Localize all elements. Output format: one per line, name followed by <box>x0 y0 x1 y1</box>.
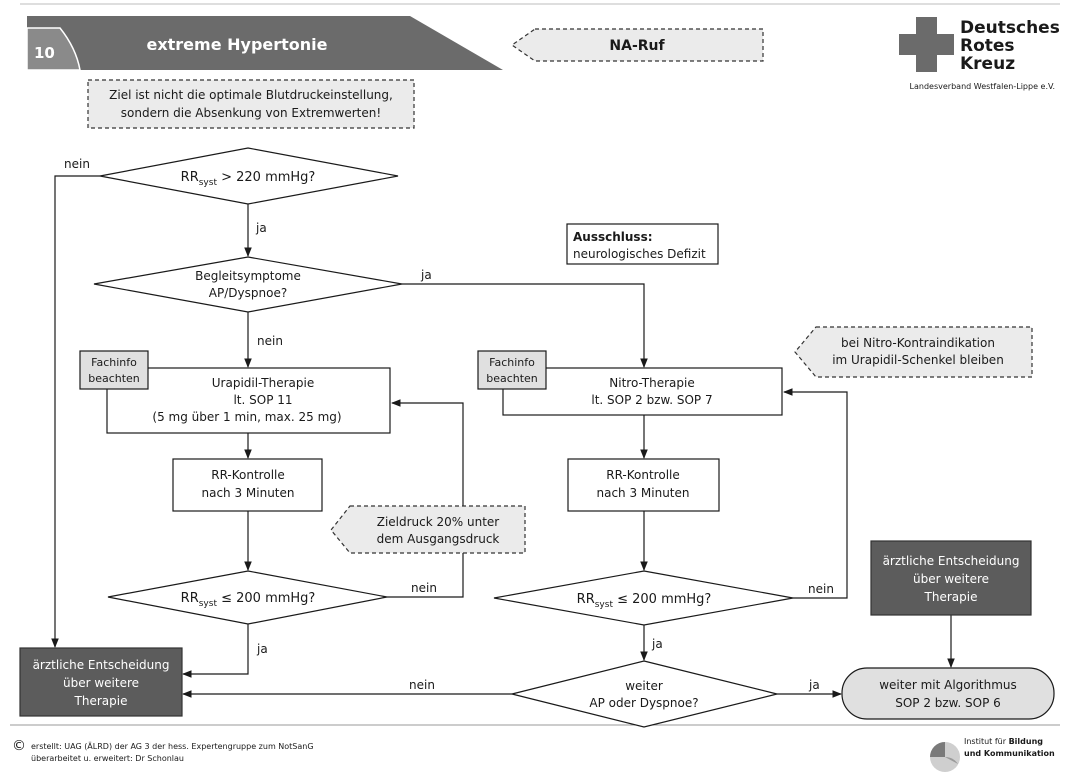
rr-kontrolle-left: RR-Kontrolle nach 3 Minuten <box>172 458 323 512</box>
footer-line-1: erstellt: UAG (ÄLRD) der AG 3 der hess. … <box>31 741 314 751</box>
logo-subtitle: Landesverband Westfalen-Lippe e.V. <box>910 82 1055 91</box>
label-nein-symptoms: nein <box>257 334 283 348</box>
arzt-entscheidung-right: ärztliche Entscheidung über weitere Ther… <box>870 540 1032 616</box>
rr200r-post: ≤ 200 mmHg? <box>613 592 711 607</box>
na-ruf-label: NA-Ruf <box>609 38 665 54</box>
sop-number: 10 <box>34 44 55 62</box>
drk-logo: Deutsches Rotes Kreuz Landesverband West… <box>899 17 1060 91</box>
nitro-contra-line-2: im Urapidil-Schenkel bleiben <box>832 353 1004 367</box>
rr200r-pre: RR <box>577 592 595 607</box>
fachinfo-right: Fachinfo beachten <box>477 350 547 390</box>
arzt-right-line-3: Therapie <box>924 590 978 604</box>
footer: © erstellt: UAG (ÄLRD) der AG 3 der hess… <box>12 737 1055 772</box>
weiter-line-2: AP oder Dyspnoe? <box>589 696 698 710</box>
urapidil-line-2: lt. SOP 11 <box>233 393 292 407</box>
nitro-line-1: Nitro-Therapie <box>609 376 694 390</box>
rr-kontrolle-left-line-2: nach 3 Minuten <box>201 486 294 500</box>
label-ja-symptoms: ja <box>420 268 432 282</box>
fachinfo-left-line-2: beachten <box>88 372 140 385</box>
red-cross-icon <box>899 17 954 72</box>
decision-rr-220: RRsyst > 220 mmHg? <box>99 147 399 205</box>
rr200l-pre: RR <box>181 591 199 606</box>
rr200l-sub: syst <box>199 599 218 609</box>
exclusion-box: Ausschluss: neurologisches Defizit <box>566 223 719 265</box>
institut-line-1a: Institut für <box>964 737 1009 746</box>
arzt-right-line-1: ärztliche Entscheidung <box>883 554 1020 568</box>
rr220-pre: RR <box>181 170 199 185</box>
rr-kontrolle-right-line-2: nach 3 Minuten <box>596 486 689 500</box>
rr200l-post: ≤ 200 mmHg? <box>217 591 315 606</box>
nitro-contra-callout: bei Nitro-Kontraindikation im Urapidil-S… <box>794 326 1033 378</box>
urapidil-line-1: Urapidil-Therapie <box>212 376 314 390</box>
svg-text:RRsyst ≤ 200 mmHg?: RRsyst ≤ 200 mmHg? <box>181 591 316 609</box>
connectors <box>51 175 955 698</box>
label-ja-rr220: ja <box>255 221 267 235</box>
logo-line-1: Deutsches <box>960 18 1060 38</box>
fachinfo-right-line-2: beachten <box>486 372 538 385</box>
arzt-left-line-2: über weitere <box>63 676 139 690</box>
label-ja-rr200l: ja <box>256 642 268 656</box>
exclusion-title: Ausschluss: <box>573 230 653 244</box>
symptoms-line-2: AP/Dyspnoe? <box>209 286 287 300</box>
institut-logo-icon <box>930 742 960 772</box>
arzt-right-line-2: über weitere <box>913 572 989 586</box>
logo-line-2: Rotes <box>960 36 1015 56</box>
footer-line-2: überarbeitet u. erweitert: Dr Schonlau <box>31 754 184 763</box>
goal-note: Ziel ist nicht die optimale Blutdruckein… <box>87 79 415 129</box>
svg-text:Institut für Bildung: Institut für Bildung <box>964 737 1043 746</box>
na-ruf-callout: NA-Ruf <box>510 28 764 62</box>
nitro-contra-line-1: bei Nitro-Kontraindikation <box>841 336 995 350</box>
svg-text:RRsyst > 220 mmHg?: RRsyst > 220 mmHg? <box>181 170 316 188</box>
institut-line-1b: Bildung <box>1009 737 1044 746</box>
zieldruck-callout: Zieldruck 20% unter dem Ausgangsdruck <box>330 505 526 554</box>
header-bar: 10 extreme Hypertonie <box>26 16 503 71</box>
label-nein-rr200l: nein <box>411 581 437 595</box>
logo-line-3: Kreuz <box>960 54 1015 74</box>
symptoms-line-1: Begleitsymptome <box>195 269 301 283</box>
nitro-line-2: lt. SOP 2 bzw. SOP 7 <box>591 393 712 407</box>
decision-weiter-ap: weiter AP oder Dyspnoe? <box>511 660 778 728</box>
urapidil-line-3: (5 mg über 1 min, max. 25 mg) <box>152 410 341 424</box>
nitro-therapy-box: Nitro-Therapie lt. SOP 2 bzw. SOP 7 <box>502 367 783 416</box>
edge-labels: nein ja ja nein nein ja nein ja nein ja <box>64 157 834 692</box>
rr220-sub: syst <box>199 178 218 188</box>
header-background <box>27 16 503 70</box>
weiter-mit-line-2: SOP 2 bzw. SOP 6 <box>895 696 1001 710</box>
weiter-line-1: weiter <box>625 679 663 693</box>
weiter-mit-algorithmus: weiter mit Algorithmus SOP 2 bzw. SOP 6 <box>841 667 1055 720</box>
zieldruck-line-1: Zieldruck 20% unter <box>377 515 500 529</box>
copyright-icon: © <box>12 738 26 754</box>
zieldruck-line-2: dem Ausgangsdruck <box>377 532 500 546</box>
rr-kontrolle-left-line-1: RR-Kontrolle <box>211 468 285 482</box>
decision-rr-200-left: RRsyst ≤ 200 mmHg? <box>107 570 388 625</box>
urapidil-therapy-box: Urapidil-Therapie lt. SOP 11 (5 mg über … <box>106 367 391 434</box>
label-nein-rr220: nein <box>64 157 90 171</box>
exclusion-text: neurologisches Defizit <box>573 247 706 261</box>
label-nein-rr200r: nein <box>808 582 834 596</box>
decision-begleitsymptome: Begleitsymptome AP/Dyspnoe? <box>93 256 403 313</box>
label-nein-weiter: nein <box>409 678 435 692</box>
decision-rr-200-right: RRsyst ≤ 200 mmHg? <box>493 570 794 626</box>
label-ja-rr200r: ja <box>651 637 663 651</box>
fachinfo-left-line-1: Fachinfo <box>91 356 137 369</box>
rr-kontrolle-right-line-1: RR-Kontrolle <box>606 468 680 482</box>
goal-note-line-2: sondern die Absenkung von Extremwerten! <box>121 106 381 120</box>
header-number-tab <box>26 27 81 71</box>
arzt-entscheidung-left: ärztliche Entscheidung über weitere Ther… <box>19 647 183 717</box>
page-title: extreme Hypertonie <box>146 35 327 54</box>
fachinfo-left: Fachinfo beachten <box>79 350 149 390</box>
rr-kontrolle-right: RR-Kontrolle nach 3 Minuten <box>567 458 720 512</box>
arzt-left-line-1: ärztliche Entscheidung <box>33 658 170 672</box>
goal-note-line-1: Ziel ist nicht die optimale Blutdruckein… <box>109 88 393 102</box>
arzt-left-line-3: Therapie <box>74 694 128 708</box>
rr220-post: > 220 mmHg? <box>217 170 315 185</box>
svg-text:RRsyst ≤ 200 mmHg?: RRsyst ≤ 200 mmHg? <box>577 592 712 610</box>
rr200r-sub: syst <box>595 600 614 610</box>
label-ja-weiter: ja <box>808 678 820 692</box>
institut-line-2: und Kommunikation <box>964 749 1055 758</box>
weiter-mit-line-1: weiter mit Algorithmus <box>879 678 1017 692</box>
fachinfo-right-line-1: Fachinfo <box>489 356 535 369</box>
